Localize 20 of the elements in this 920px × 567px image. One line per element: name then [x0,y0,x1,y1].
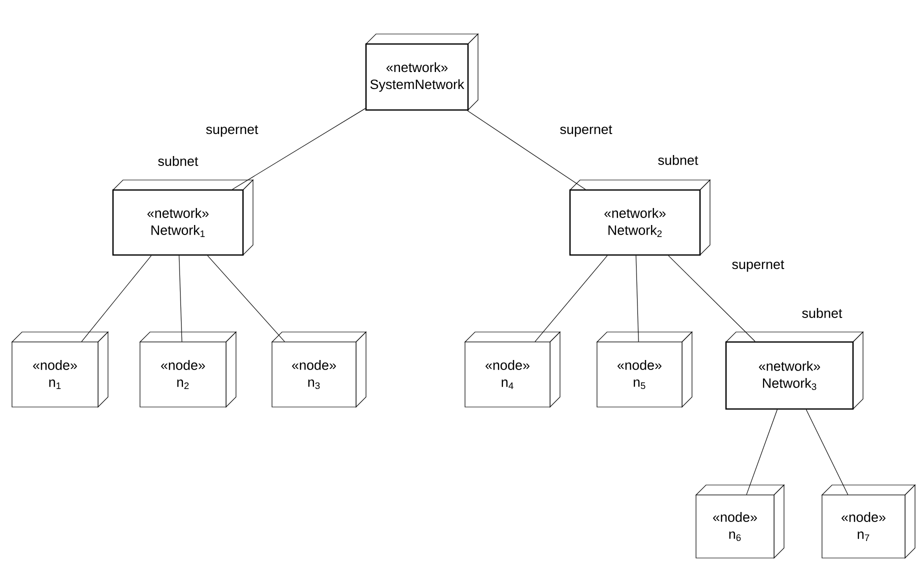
role-label: supernet [732,260,784,272]
node-box: «network» Network$_{2}$ [569,179,711,256]
role-label: supernet [206,125,258,137]
connector-line [178,255,182,342]
node-box: «network» Network$_{1}$ [112,179,254,256]
connector-line [806,409,848,495]
connector-line [467,110,586,190]
connector-line [668,255,756,342]
connector-line [746,409,778,495]
role-label: subnet [658,155,698,165]
connector-line [81,255,152,342]
role-label: subnet [158,156,198,166]
node-box: «network» SystemNetwork [365,33,479,111]
connector-line [534,255,608,342]
role-label: subnet [802,308,842,318]
connector-line [232,108,366,190]
node-box: «network» Network$_{3}$ [725,331,864,410]
role-label: supernet [560,125,612,137]
connector-line [636,255,639,342]
connector-line [207,255,285,342]
